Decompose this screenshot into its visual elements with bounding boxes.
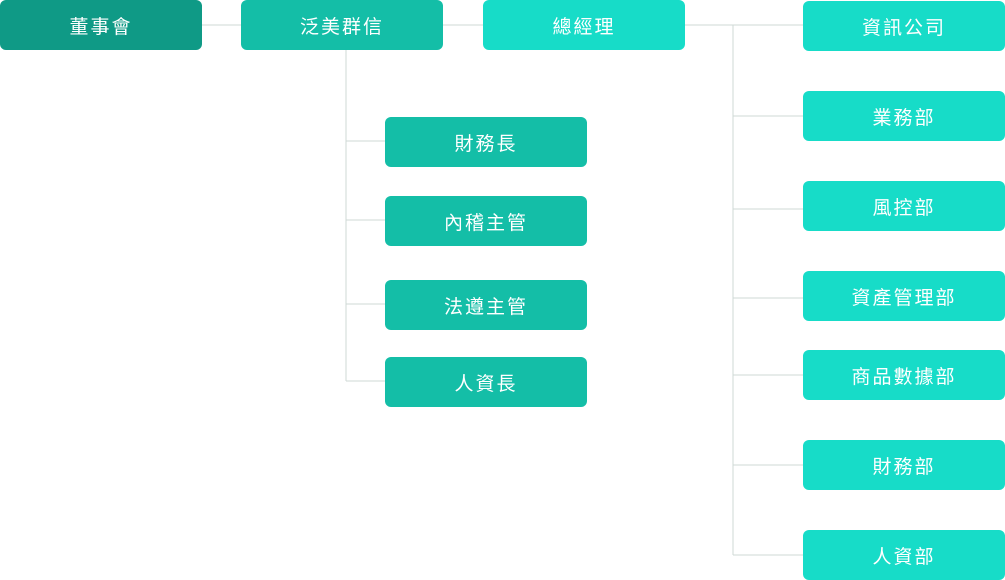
node-data-dept-label: 商品數據部 bbox=[851, 365, 957, 388]
node-business-dept: 業務部 bbox=[803, 91, 1005, 141]
node-hr-dept: 人資部 bbox=[803, 530, 1005, 580]
node-company: 泛美群信 bbox=[241, 0, 443, 50]
node-finance-dept-label: 財務部 bbox=[872, 455, 936, 478]
node-board: 董事會 bbox=[0, 0, 202, 50]
node-compliance-label: 法遵主管 bbox=[443, 295, 528, 318]
node-hr-head: 人資長 bbox=[385, 357, 587, 407]
node-it-company: 資訊公司 bbox=[803, 1, 1005, 51]
node-compliance: 法遵主管 bbox=[385, 280, 587, 330]
node-internal-audit: 內稽主管 bbox=[385, 196, 587, 246]
node-hr-head-label: 人資長 bbox=[454, 372, 518, 395]
node-cfo-label: 財務長 bbox=[454, 132, 518, 155]
node-hr-dept-label: 人資部 bbox=[872, 545, 936, 568]
node-risk-dept: 風控部 bbox=[803, 181, 1005, 231]
node-company-label: 泛美群信 bbox=[299, 15, 384, 38]
node-finance-dept: 財務部 bbox=[803, 440, 1005, 490]
node-internal-audit-label: 內稽主管 bbox=[443, 211, 528, 234]
node-business-dept-label: 業務部 bbox=[872, 106, 936, 129]
node-board-label: 董事會 bbox=[69, 15, 133, 38]
node-asset-dept-label: 資產管理部 bbox=[851, 286, 957, 309]
node-asset-dept: 資產管理部 bbox=[803, 271, 1005, 321]
node-data-dept: 商品數據部 bbox=[803, 350, 1005, 400]
node-general-manager: 總經理 bbox=[483, 0, 685, 50]
node-general-manager-label: 總經理 bbox=[552, 15, 616, 38]
node-it-company-label: 資訊公司 bbox=[861, 16, 946, 39]
node-cfo: 財務長 bbox=[385, 117, 587, 167]
node-risk-dept-label: 風控部 bbox=[872, 196, 936, 219]
